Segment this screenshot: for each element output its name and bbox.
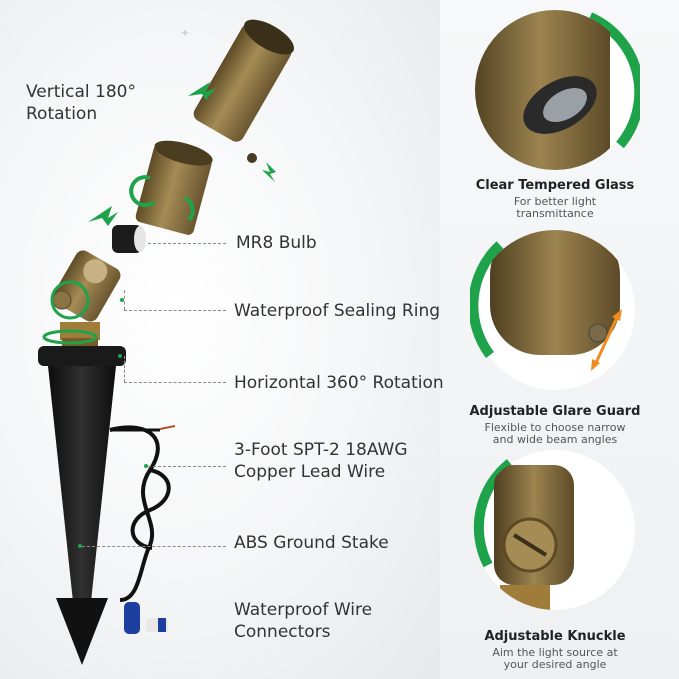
label-lead-wire: 3-Foot SPT-2 18AWG Copper Lead Wire — [234, 440, 408, 482]
callout-title-knuckle: Adjustable Knuckle — [484, 629, 626, 644]
label-sealing-ring: Waterproof Sealing Ring — [234, 301, 441, 321]
glare-shroud — [193, 19, 294, 142]
leader-stake — [82, 546, 226, 547]
leader-rotation-v — [124, 356, 125, 382]
lead-wire — [109, 425, 160, 602]
leader-wire — [148, 466, 226, 467]
label-wire-connectors: Waterproof Wire Connectors — [234, 600, 373, 642]
leader-ring-v — [124, 290, 125, 310]
arrow-shroud — [188, 82, 216, 100]
mr8-bulb — [112, 225, 146, 253]
spotlight-exploded-illustration — [38, 19, 294, 665]
leader-rotation — [124, 382, 226, 383]
callout-title-glass: Clear Tempered Glass — [475, 178, 635, 193]
arrow-screw — [262, 162, 276, 182]
sparkle-icon: ✦ — [180, 26, 191, 40]
wire-connectors-image — [124, 602, 168, 634]
detail-glare-guard-image — [470, 230, 635, 390]
set-screw — [247, 153, 257, 163]
leader-ring — [124, 310, 226, 311]
label-horizontal-rotation: Horizontal 360° Rotation — [234, 373, 444, 393]
detail-glass-image — [475, 10, 640, 170]
label-vertical-rotation: Vertical 180° Rotation — [26, 82, 136, 124]
detail-knuckle-image — [473, 450, 635, 610]
label-mr8-bulb: MR8 Bulb — [236, 233, 317, 253]
lamp-housing — [135, 140, 213, 235]
leader-mr8 — [148, 243, 226, 244]
label-ground-stake: ABS Ground Stake — [234, 533, 389, 553]
ground-stake — [38, 346, 126, 665]
knuckle-screw — [52, 290, 72, 310]
arrow-housing — [88, 206, 118, 226]
callout-title-glare: Adjustable Glare Guard — [469, 404, 641, 419]
